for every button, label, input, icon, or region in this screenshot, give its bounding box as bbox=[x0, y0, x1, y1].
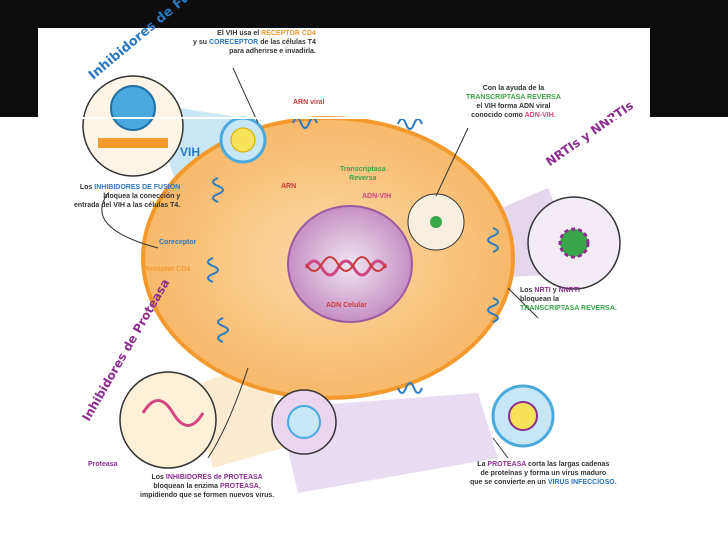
proteasa-label: Proteasa bbox=[88, 461, 118, 468]
pointer-lines bbox=[101, 67, 539, 459]
transcriptasa-label: Transcriptasa Reversa bbox=[340, 166, 386, 182]
vih-label: VIH bbox=[180, 145, 201, 159]
membrane-receptors bbox=[207, 117, 499, 394]
receptor-note: El VIH usa el RECEPTOR CD4 y su CORECEPT… bbox=[193, 30, 316, 55]
adn-celular-label: ADN Celular bbox=[326, 302, 367, 309]
slide-divider bbox=[0, 117, 728, 119]
rt-note: Con la ayuda de la TRANSCRIPTASA REVERSA… bbox=[466, 85, 561, 119]
protease-inhibitor-note: Los INHIBIDORES de PROTEASA bloquean la … bbox=[140, 474, 275, 499]
receptor-cd4-label: Receptor CD4 bbox=[144, 266, 191, 273]
protease-cut-note: La PROTEASA corta las largas cadenas de … bbox=[470, 461, 617, 486]
arn-viral-label: ARN viral bbox=[293, 99, 325, 106]
hiv-lifecycle-diagram bbox=[82, 67, 621, 493]
nrti-note: Los NRTI y NNRTI bloquean la TRANSCRIPTA… bbox=[520, 287, 617, 312]
protease-zoom-circle bbox=[119, 371, 217, 469]
coreceptor-label: Coreceptor bbox=[159, 239, 197, 246]
fusion-note: Los INHIBIDORES DE FUSIÓN bloquea la con… bbox=[74, 184, 181, 209]
arn-label: ARN bbox=[281, 183, 297, 190]
adn-vih-label: ADN-VIH bbox=[362, 193, 392, 200]
